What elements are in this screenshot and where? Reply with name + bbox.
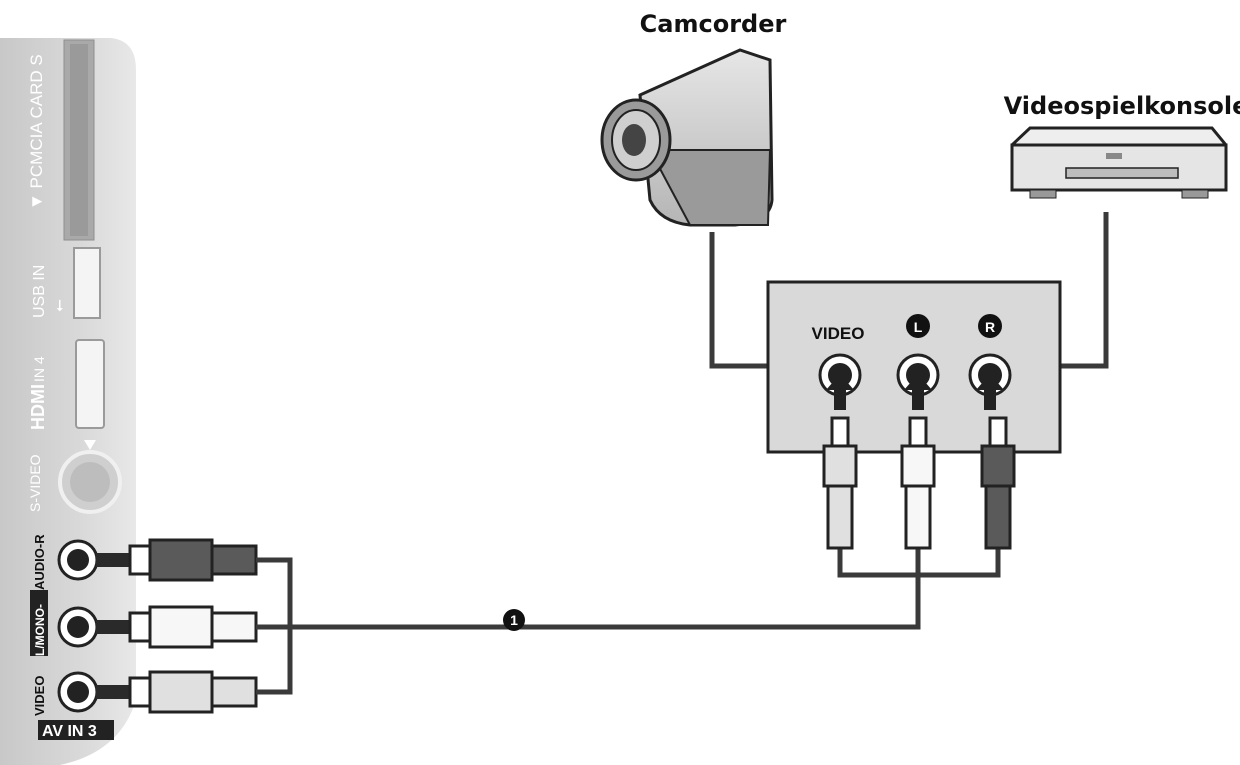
box-plugs — [822, 416, 1016, 550]
pcmcia-label: ▼ PCMCIA CARD S — [27, 54, 46, 210]
box-right-label: R — [985, 319, 995, 335]
cable-marker: 1 — [503, 609, 525, 631]
svideo-arrow-icon — [84, 440, 96, 450]
av-in-label: AV IN 3 — [42, 723, 97, 740]
tv-plugs — [96, 538, 258, 714]
jack-video[interactable] — [57, 671, 99, 713]
jack-audio-r[interactable] — [57, 539, 99, 581]
box-video-label: VIDEO — [812, 324, 865, 343]
svideo-label: S-VIDEO — [27, 454, 43, 512]
video-label: VIDEO — [32, 676, 47, 716]
plug-tv-audio-r[interactable] — [96, 538, 258, 582]
av-cable — [256, 212, 1109, 695]
usb-port[interactable] — [73, 247, 101, 319]
plug-box-right[interactable] — [980, 416, 1016, 550]
hdmi-port[interactable] — [75, 339, 105, 429]
cable-marker-label: 1 — [510, 612, 518, 628]
usb-icon: ⭠ — [51, 299, 68, 312]
arrow-up-icon — [826, 374, 854, 410]
plug-box-video[interactable] — [822, 416, 858, 550]
arrow-up-icon — [976, 374, 1004, 410]
video-game-console: Videospielkonsole — [1004, 92, 1240, 199]
camcorder-label: Camcorder — [640, 10, 787, 38]
camcorder: Camcorder — [600, 10, 787, 227]
plug-box-left[interactable] — [900, 416, 936, 550]
box-left-label: L — [914, 319, 923, 335]
console-label: Videospielkonsole — [1004, 92, 1240, 120]
plug-tv-video[interactable] — [96, 670, 258, 714]
audio-r-label: AUDIO-R — [32, 534, 47, 590]
arrow-up-icon — [904, 374, 932, 410]
plug-tv-audio-l[interactable] — [96, 605, 258, 649]
usb-label: USB IN — [31, 265, 48, 318]
jack-audio-l[interactable] — [57, 606, 99, 648]
tv-side-panel: ▼ PCMCIA CARD S USB IN ⭠ HDMI IN 4 S-VID… — [0, 38, 136, 765]
audio-l-label: L/MONO- — [33, 604, 47, 656]
hdmi-logo: HDMI — [28, 384, 48, 430]
hdmi-port-label: IN 4 — [31, 356, 47, 382]
